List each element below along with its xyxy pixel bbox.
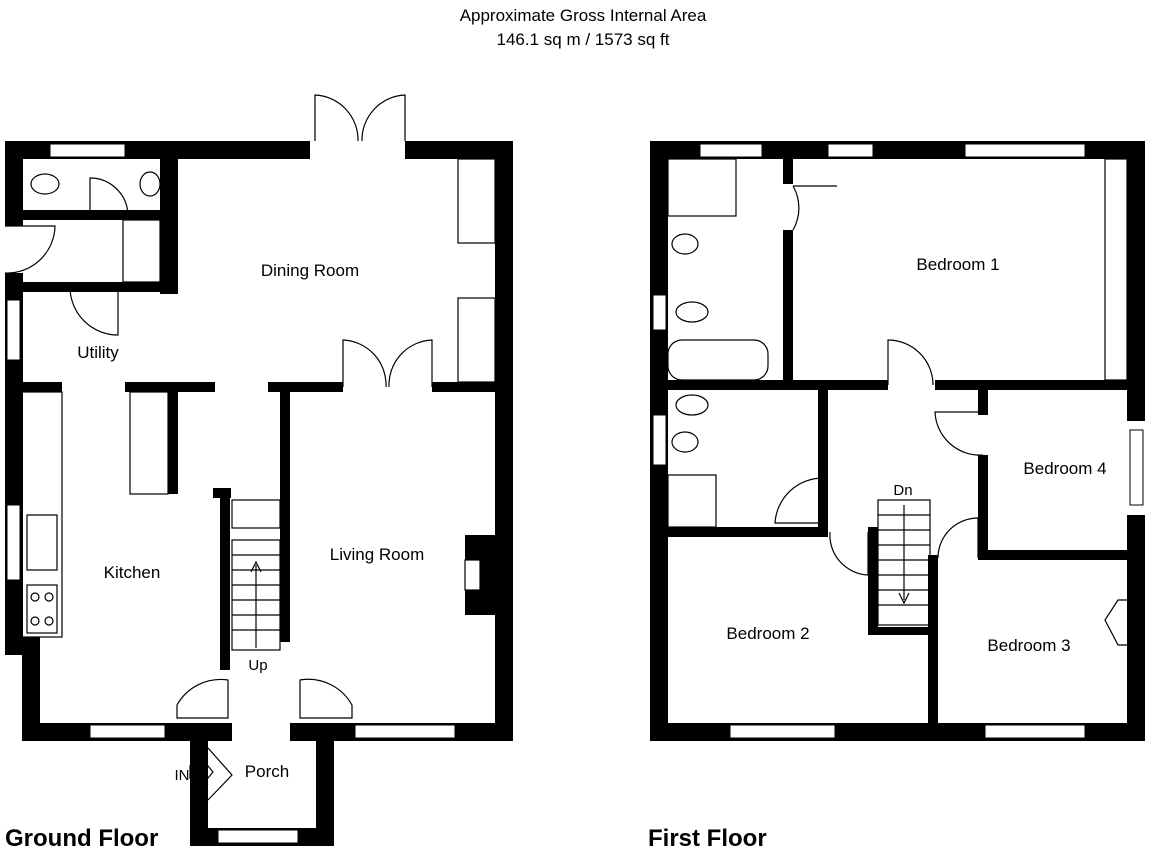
basin-icon bbox=[671, 233, 699, 255]
ground-floor-title: Ground Floor bbox=[5, 825, 158, 852]
stairs-up-label: Up bbox=[248, 657, 267, 674]
room-label-bedroom-2: Bedroom 2 bbox=[726, 624, 809, 643]
area-value: 146.1 sq m / 1573 sq ft bbox=[497, 30, 670, 49]
room-label-kitchen: Kitchen bbox=[104, 563, 161, 582]
kitchen-sink-icon bbox=[26, 514, 58, 571]
toilet-icon bbox=[30, 173, 60, 195]
bath-icon bbox=[667, 339, 769, 381]
stairs-down-label: Dn bbox=[893, 482, 912, 499]
ground-floor-plan: Dining Room Utility Kitchen Living Room … bbox=[4, 94, 513, 852]
room-label-living-room: Living Room bbox=[330, 545, 425, 564]
area-title: Approximate Gross Internal Area bbox=[460, 6, 707, 25]
room-label-bedroom-1: Bedroom 1 bbox=[916, 255, 999, 274]
first-floor-plan: Bedroom 1 Bedroom 4 Bedroom 2 Bedroom 3 … bbox=[648, 141, 1145, 852]
first-floor-stairs bbox=[877, 499, 931, 626]
room-label-porch: Porch bbox=[245, 762, 289, 781]
basin-icon bbox=[671, 431, 699, 453]
room-label-bedroom-3: Bedroom 3 bbox=[987, 636, 1070, 655]
room-label-bedroom-4: Bedroom 4 bbox=[1023, 459, 1106, 478]
room-label-dining-room: Dining Room bbox=[261, 261, 359, 280]
hob-icon bbox=[26, 584, 58, 634]
entrance-arrow-icon bbox=[189, 758, 214, 786]
first-floor-title: First Floor bbox=[648, 825, 767, 852]
ground-floor-stairs bbox=[231, 539, 281, 651]
toilet-icon bbox=[675, 301, 709, 323]
shower-icon bbox=[667, 474, 717, 528]
entrance-label: IN bbox=[175, 767, 190, 784]
basin-icon bbox=[139, 171, 161, 197]
room-label-utility: Utility bbox=[77, 343, 119, 362]
shower-icon bbox=[667, 158, 737, 217]
toilet-icon bbox=[675, 394, 709, 416]
